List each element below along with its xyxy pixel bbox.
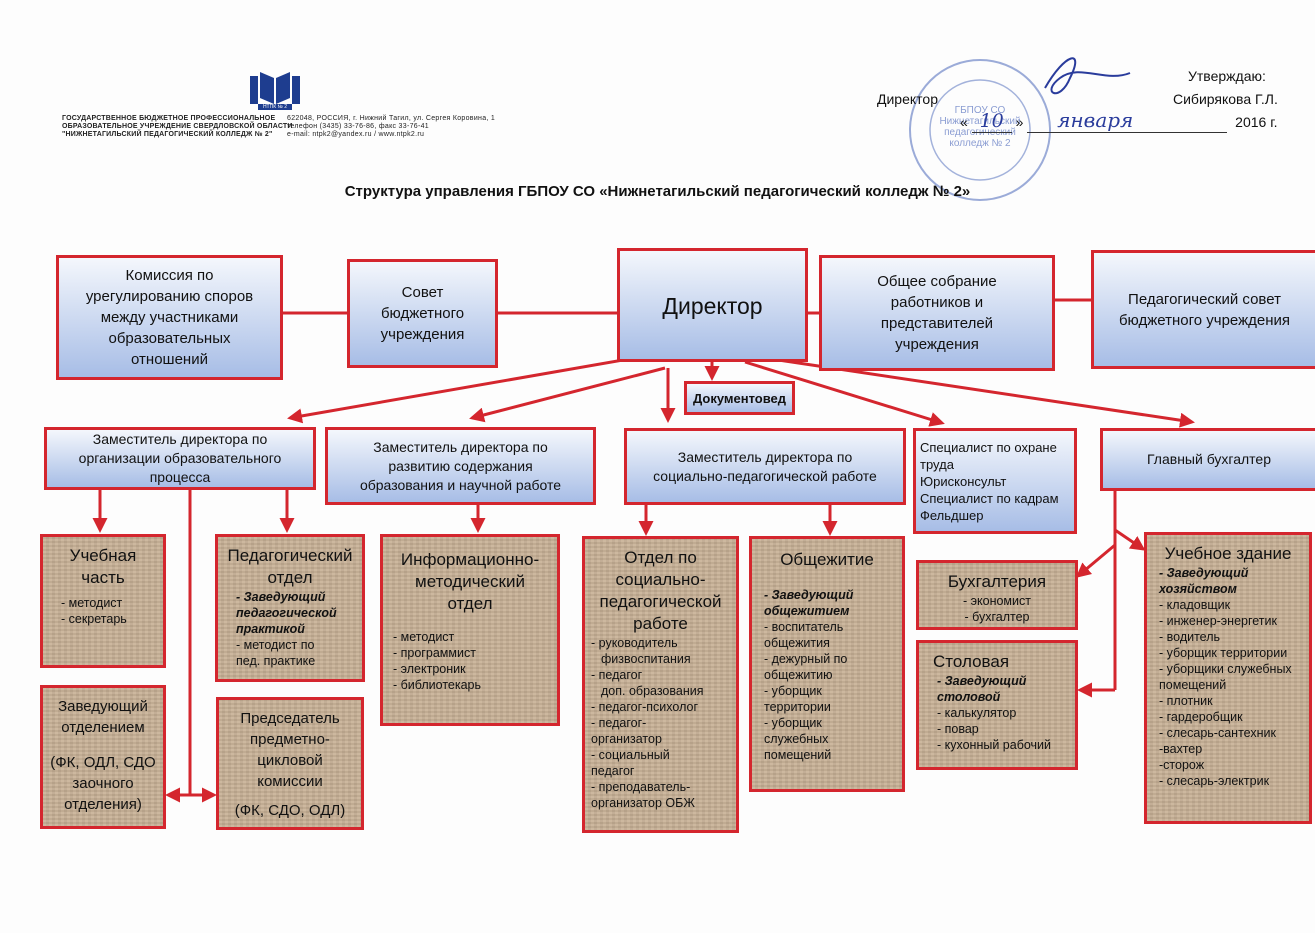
info-dept-box: Информационно- методический отдел - мето…	[380, 534, 560, 726]
approve-label: Утверждаю:	[1188, 68, 1266, 84]
link-acc-building	[1114, 528, 1146, 551]
deputy-science-box: Заместитель директора по развитию содерж…	[325, 427, 596, 505]
link-director-d1	[287, 353, 653, 424]
signature-icon	[1044, 57, 1131, 95]
dept-head-box: Заведующий отделением (ФК, ОДЛ, СДО заоч…	[40, 685, 166, 829]
specialists-box: Специалист по охране труда Юрисконсульт …	[913, 428, 1077, 534]
deputy-education-box: Заместитель директора по организации обр…	[44, 427, 316, 490]
commission-chair-box: Председатель предметно- цикловой комисси…	[216, 697, 364, 830]
college-org-name: ГОСУДАРСТВЕННОЕ БЮДЖЕТНОЕ ПРОФЕССИОНАЛЬН…	[62, 115, 293, 138]
ped-dept-box: Педагогический отдел - Заведующий педаго…	[215, 534, 365, 682]
approval-day: 10	[971, 110, 1012, 133]
approval-year: 2016 г.	[1235, 114, 1278, 130]
college-logo: НТПК № 2	[250, 68, 300, 110]
signature	[1025, 48, 1135, 108]
council-box: Совет бюджетного учреждения	[347, 259, 498, 368]
page-title: Структура управления ГБПОУ СО «Нижнетаги…	[344, 183, 971, 200]
deputy-social-box: Заместитель директора по социально-педаг…	[624, 428, 906, 505]
stamp-icon	[909, 59, 1051, 201]
college-contacts: 622048, РОССИЯ, г. Нижний Тагил, ул. Сер…	[287, 115, 496, 138]
director-box: Директор	[617, 248, 808, 362]
assembly-box: Общее собрание работников и представител…	[819, 255, 1055, 371]
link-director-d2	[469, 366, 666, 423]
dorm-box: Общежитие - Заведующий общежитием - восп…	[749, 536, 905, 792]
canteen-box: Столовая - Заведующий столовой - калькул…	[916, 640, 1078, 770]
approval-date: « 10 » января 2016 г.	[960, 108, 1278, 133]
doc-specialist-box: Документовед	[684, 381, 795, 415]
director-label: Директор	[877, 91, 938, 107]
logo-text: НТПК № 2	[262, 104, 288, 110]
building-box: Учебное здание - Заведующий хозяйством -…	[1144, 532, 1312, 824]
link-director-specialists	[744, 360, 945, 427]
study-unit-box: Учебная часть - методист - секретарь	[40, 534, 166, 668]
approval-month: января	[1027, 108, 1228, 133]
accounting-box: Бухгалтерия - экономист - бухгалтер	[916, 560, 1078, 630]
chief-accountant-box: Главный бухгалтер	[1100, 428, 1315, 491]
commission-box: Комиссия по урегулированию споров между …	[56, 255, 283, 380]
link-acc-accounting	[1075, 543, 1116, 578]
book-logo-icon	[250, 72, 300, 110]
director-name: Сибирякова Г.Л.	[1173, 91, 1278, 107]
ped-council-box: Педагогический совет бюджетного учрежден…	[1091, 250, 1315, 369]
social-dept-box: Отдел по социально- педагогической работ…	[582, 536, 739, 833]
